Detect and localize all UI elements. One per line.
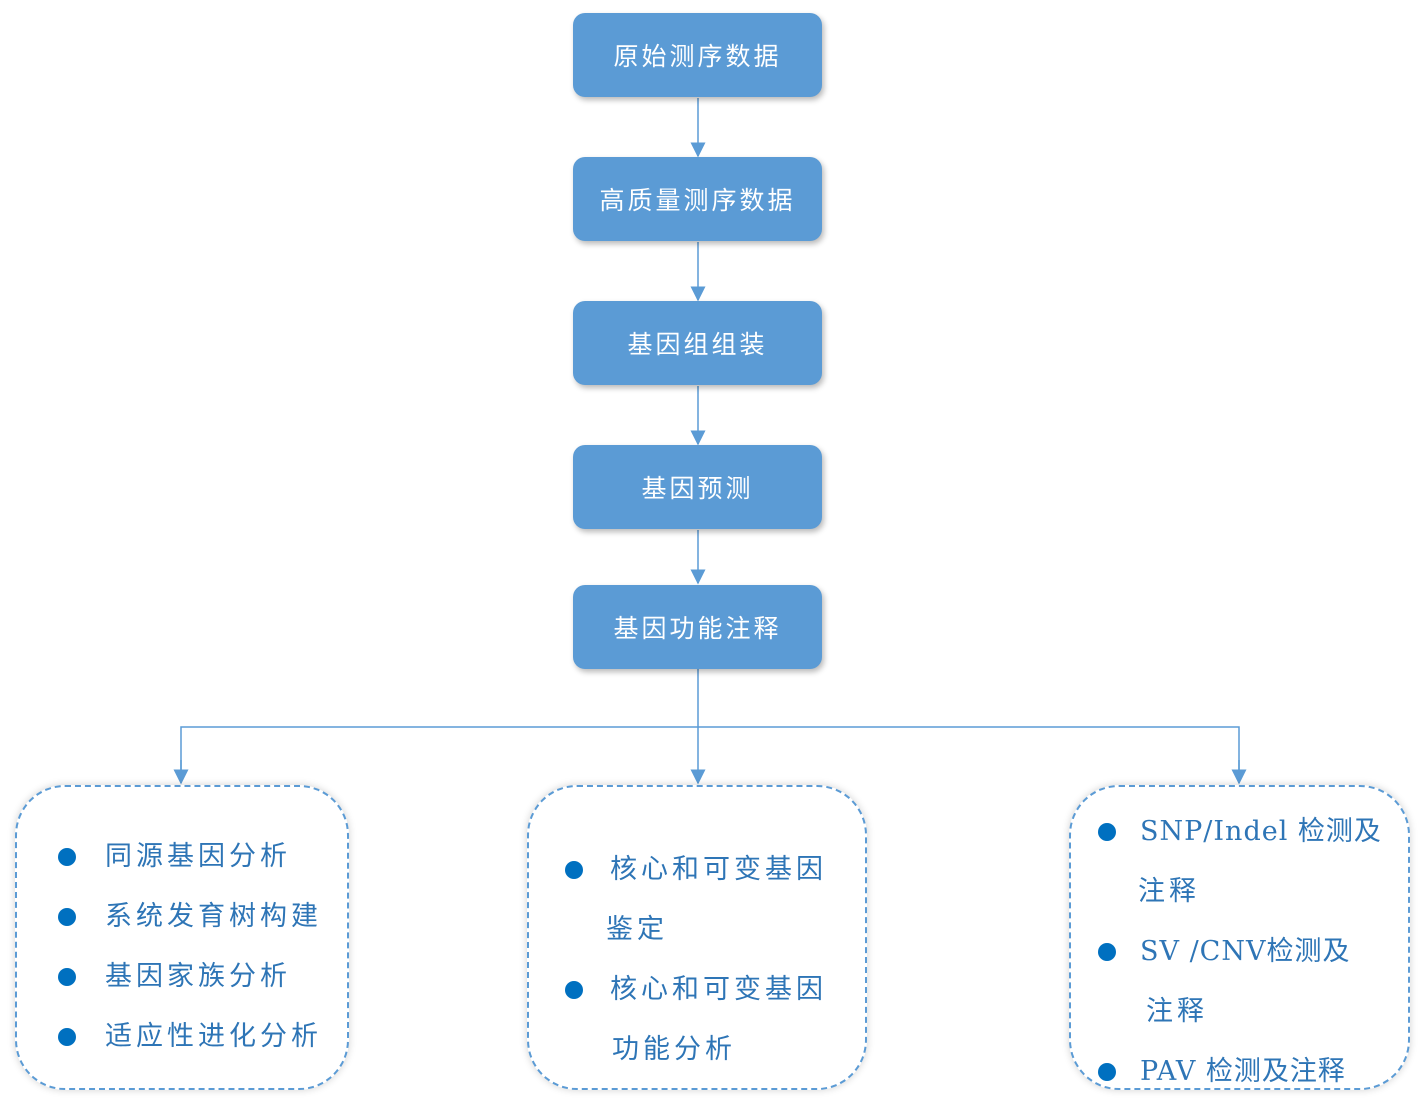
- branch-item: 基因家族分析: [105, 961, 291, 992]
- branch-group-variation-detection: SNP/Indel 检测及 注释 SV /CNV检测及 注释 PAV 检测及注释: [1069, 785, 1410, 1090]
- step-raw-sequencing-data: 原始测序数据: [573, 13, 822, 97]
- branch-item: 同源基因分析: [105, 841, 291, 872]
- bullet-icon: [1098, 1063, 1116, 1081]
- branch-group-comparative-genomics: 同源基因分析 系统发育树构建 基因家族分析 适应性进化分析: [15, 785, 349, 1090]
- bullet-icon: [58, 908, 76, 926]
- branch-item: 核心和可变基因: [610, 974, 827, 1005]
- step-genome-assembly: 基因组组装: [573, 301, 822, 385]
- bullet-icon: [58, 1028, 76, 1046]
- branch-item-continuation: 注释: [1138, 876, 1200, 907]
- bullet-icon: [58, 848, 76, 866]
- bullet-icon: [565, 981, 583, 999]
- branch-item-continuation: 鉴定: [606, 914, 668, 945]
- branch-item: 核心和可变基因: [610, 854, 827, 885]
- bullet-icon: [1098, 943, 1116, 961]
- step-gene-prediction: 基因预测: [573, 445, 822, 529]
- branch-bar: [180, 726, 1240, 783]
- branch-item: SNP/Indel 检测及: [1140, 816, 1382, 847]
- branch-item: SV /CNV检测及: [1140, 936, 1351, 967]
- bullet-icon: [58, 968, 76, 986]
- branch-item-continuation: 注释: [1146, 996, 1208, 1027]
- branch-item: 系统发育树构建: [105, 901, 322, 932]
- branch-item: PAV 检测及注释: [1140, 1056, 1346, 1087]
- branch-item: 适应性进化分析: [105, 1021, 322, 1052]
- branch-group-pan-genome: 核心和可变基因 鉴定 核心和可变基因 功能分析: [527, 785, 867, 1090]
- bullet-icon: [565, 861, 583, 879]
- step-high-quality-data: 高质量测序数据: [573, 157, 822, 241]
- step-gene-function-annotation: 基因功能注释: [573, 585, 822, 669]
- bullet-icon: [1098, 823, 1116, 841]
- branch-item-continuation: 功能分析: [612, 1034, 736, 1065]
